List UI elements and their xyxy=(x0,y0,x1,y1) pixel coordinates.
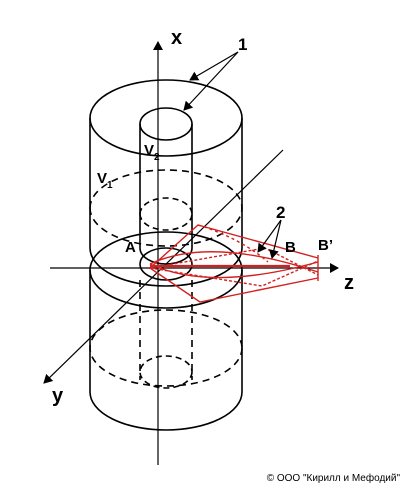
upper-inner-top-rim xyxy=(139,107,193,141)
callout-2-label: 2 xyxy=(276,203,285,222)
y-axis-label: y xyxy=(52,385,64,407)
callout-1-leader-inner xyxy=(183,51,239,111)
v2-label: V2 xyxy=(144,142,160,163)
lower-inner-top-rim xyxy=(139,247,193,281)
upper-electrode xyxy=(89,79,243,287)
callout-1-label: 1 xyxy=(238,35,247,54)
point-b-label: B xyxy=(285,239,296,256)
callouts xyxy=(183,51,282,259)
z-axis-label: z xyxy=(344,272,354,294)
point-b-prime-label: B’ xyxy=(318,237,333,254)
point-a-label: A xyxy=(125,239,136,256)
callout-2-leader-right xyxy=(268,219,282,259)
upper-outer-top-rim xyxy=(89,79,243,157)
callout-1-leader-outer xyxy=(189,51,239,81)
lower-electrode xyxy=(89,231,243,431)
x-axis-label: x xyxy=(171,27,182,49)
v1-label: V1 xyxy=(97,170,113,191)
copyright-notice: © ООО "Кирилл и Мефодий" xyxy=(266,473,400,484)
callout-2-leader-left xyxy=(257,219,282,253)
electron-beam xyxy=(149,224,319,303)
